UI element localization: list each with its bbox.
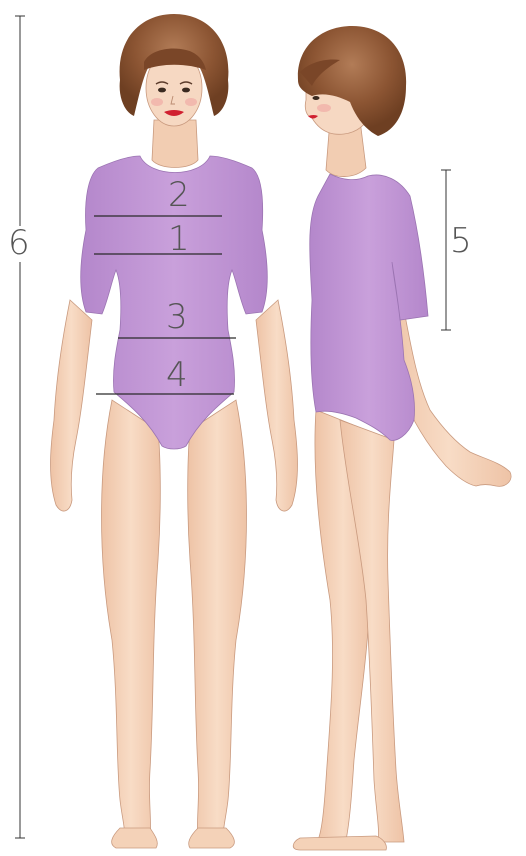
measure-label-hips: 4: [166, 358, 188, 392]
side-leotard: [310, 174, 428, 440]
front-right-leg: [188, 400, 247, 840]
front-left-leg: [102, 400, 161, 840]
front-left-arm: [51, 300, 93, 511]
front-right-arm: [256, 300, 298, 511]
measure-label-upper-chest: 2: [168, 178, 190, 212]
measure-label-back-length: 5: [450, 224, 472, 258]
side-figure: [293, 26, 511, 850]
front-figure: [51, 14, 298, 848]
height-measure-line: [6, 16, 34, 838]
measure-label-chest: 1: [168, 222, 190, 256]
measure-label-waist: 3: [166, 300, 188, 334]
measure-label-height: 6: [8, 226, 30, 260]
